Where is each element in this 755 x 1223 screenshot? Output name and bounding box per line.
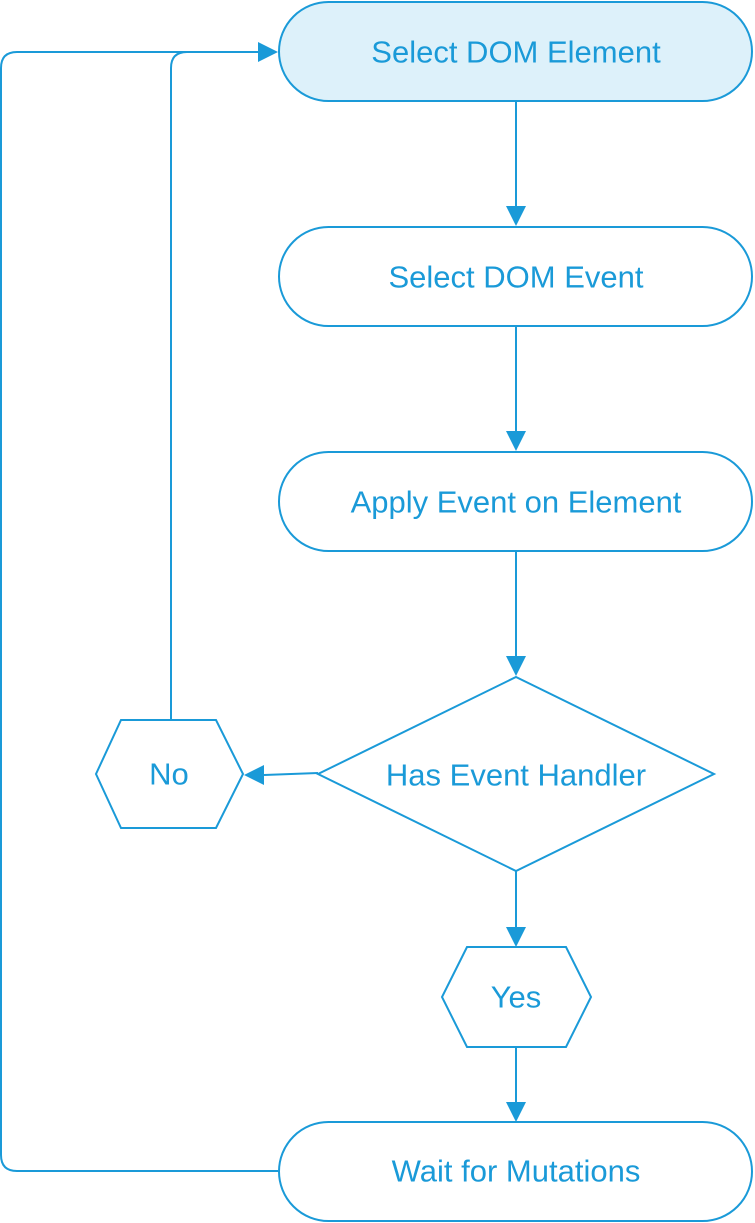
process-shape	[278, 451, 753, 552]
node-has-event-handler: Has Event Handler	[315, 675, 717, 873]
node-apply-event-on-element: Apply Event on Element	[278, 451, 753, 552]
node-label: Wait for Mutations	[392, 1154, 641, 1189]
hexagon-shape	[94, 719, 245, 829]
arrowhead-no	[244, 765, 264, 785]
arrowhead-has-handler	[506, 656, 526, 676]
edge-has-handler-to-no	[263, 772, 319, 776]
process-shape	[278, 226, 753, 327]
arrowhead-select-event	[506, 206, 526, 226]
decision-diamond-shape	[315, 675, 717, 873]
node-label: No	[149, 757, 189, 792]
node-select-dom-element: Select DOM Element	[278, 1, 753, 102]
hexagon-shape	[440, 946, 593, 1048]
node-label: Yes	[491, 980, 542, 1015]
node-label: Select DOM Element	[371, 35, 661, 70]
edge-wait-mutations-to-select-element	[0, 51, 278, 1172]
node-yes: Yes	[440, 946, 593, 1048]
arrowhead-select-element	[258, 42, 278, 62]
edges	[0, 42, 526, 1172]
terminal-shape	[278, 1121, 753, 1222]
start-terminal-shape	[278, 1, 753, 102]
arrowhead-apply-event	[506, 431, 526, 451]
node-label: Has Event Handler	[386, 758, 646, 793]
node-label: Apply Event on Element	[351, 485, 682, 520]
edge-no-to-select-element	[170, 51, 258, 720]
node-wait-for-mutations: Wait for Mutations	[278, 1121, 753, 1222]
arrowhead-wait-mutations	[506, 1102, 526, 1122]
arrowhead-yes	[506, 927, 526, 947]
node-no: No	[94, 719, 245, 829]
node-label: Select DOM Event	[389, 260, 644, 295]
node-select-dom-event: Select DOM Event	[278, 226, 753, 327]
